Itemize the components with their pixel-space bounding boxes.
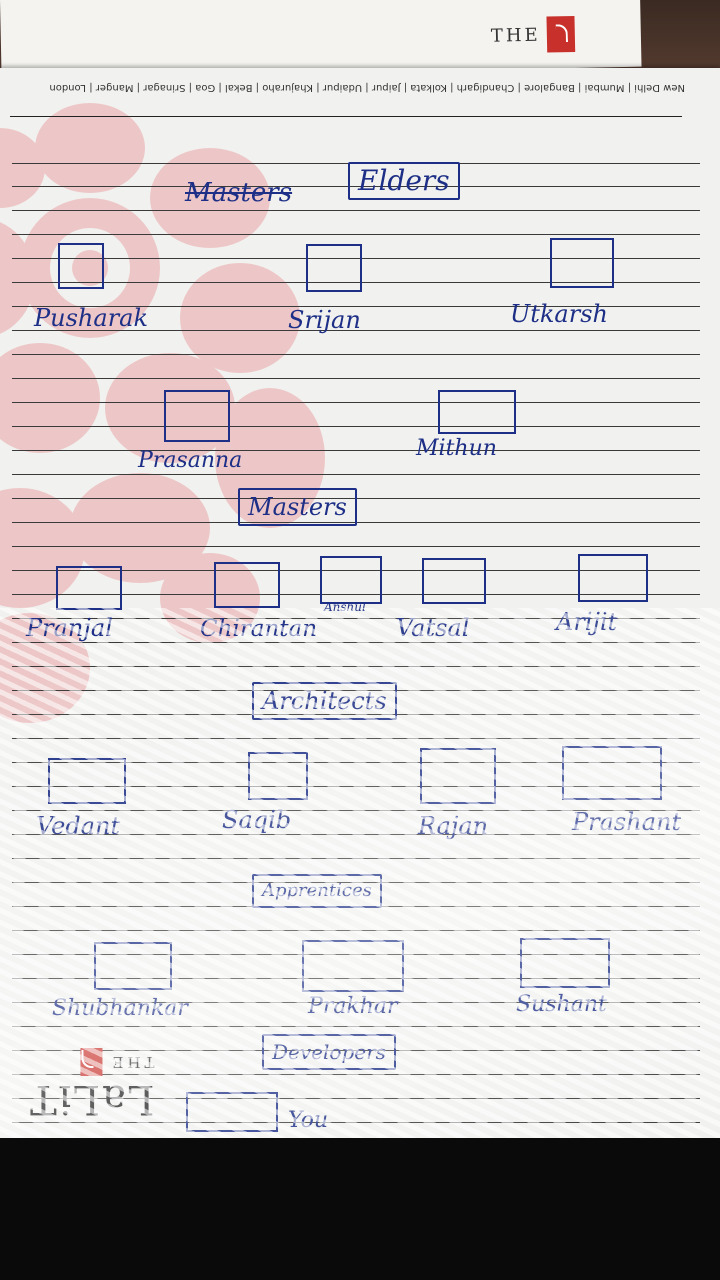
box-arijit (578, 554, 648, 602)
box-mithun (438, 390, 516, 434)
name-prakhar: Prakhar (308, 994, 398, 1019)
name-chirantan: Chirantan (200, 616, 318, 642)
heading-masters: Masters (238, 488, 357, 526)
heading-elders: Elders (348, 162, 460, 200)
box-pranjal (56, 566, 122, 610)
dark-table-surface (0, 1138, 720, 1280)
box-pusharak (58, 243, 104, 289)
name-arijit: Arijit (556, 608, 618, 636)
box-anshul (320, 556, 382, 604)
name-utkarsh: Utkarsh (510, 300, 608, 328)
name-vatsal: Vatsal (396, 614, 470, 642)
name-srijan: Srijan (288, 306, 361, 334)
heading-struck-masters: Masters (185, 178, 293, 208)
name-vedant: Vedant (36, 812, 121, 840)
heading-developers: Developers (262, 1034, 396, 1070)
name-shubhankar: Shubhankar (52, 996, 188, 1021)
name-sushant: Sushant (516, 992, 607, 1017)
box-you (186, 1092, 278, 1132)
box-prakhar (302, 940, 404, 992)
box-vedant (48, 758, 126, 804)
box-rajan (420, 748, 496, 804)
name-rajan: Rajan (418, 812, 489, 840)
box-vatsal (422, 558, 486, 604)
underlying-logo: THE (490, 15, 576, 54)
name-saqib: Saqib (222, 806, 292, 834)
lalit-logo-wordmark: LaLiT (28, 1076, 155, 1122)
box-chirantan (214, 562, 280, 608)
name-pusharak: Pusharak (34, 304, 149, 332)
box-srijan (306, 244, 362, 292)
lalit-logo-the: THE (108, 1053, 155, 1071)
name-prasanna: Prasanna (138, 448, 243, 473)
name-pranjal: Pranjal (26, 614, 113, 642)
notepad-page: New Delhi | Mumbai | Bangalore | Chandig… (0, 68, 720, 1138)
name-you: You (288, 1108, 329, 1133)
box-saqib (248, 752, 308, 800)
lalit-logo-badge-icon (80, 1048, 103, 1076)
lalit-badge-icon (546, 15, 576, 53)
name-prashant: Prashant (572, 808, 682, 836)
lalit-logo-upside-down: LaLiT THE (28, 1048, 154, 1122)
box-prasanna (164, 390, 230, 442)
name-mithun: Mithun (416, 436, 497, 461)
heading-apprentices: Apprentices (252, 874, 382, 908)
box-utkarsh (550, 238, 614, 288)
underlying-logo-word: THE (490, 24, 541, 47)
heading-architects: Architects (252, 682, 397, 720)
name-anshul: Anshul (324, 600, 366, 614)
box-shubhankar (94, 942, 172, 990)
box-prashant (562, 746, 662, 800)
box-sushant (520, 938, 610, 988)
